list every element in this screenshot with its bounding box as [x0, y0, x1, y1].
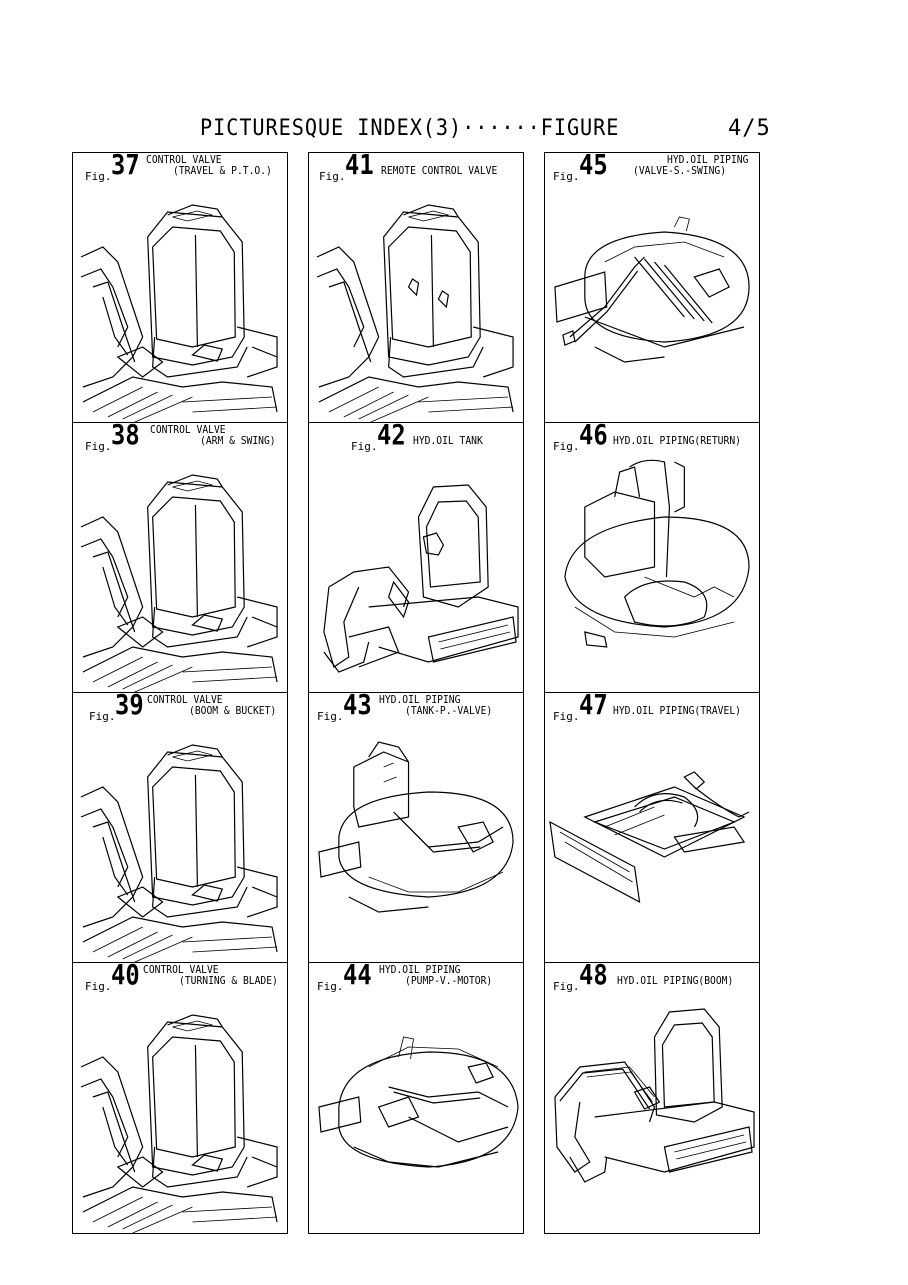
figure-number: 37	[111, 152, 140, 181]
page-header: PICTURESQUE INDEX(3)······FIGURE 4/5	[0, 112, 908, 148]
figure-number: 38	[111, 422, 140, 451]
figure-label: Fig.47 HYD.OIL PIPING(TRAVEL)	[545, 693, 759, 727]
figure-number: 46	[579, 422, 608, 451]
figure-caption-detail: (TURNING & BLADE)	[179, 975, 278, 987]
figure-prefix: Fig.	[317, 980, 344, 993]
figure-panel-46[interactable]: Fig.46 HYD.OIL PIPING(RETURN)	[544, 422, 760, 694]
frame-tank-piping-icon	[309, 727, 523, 963]
figure-number: 45	[579, 152, 608, 181]
figure-number: 47	[579, 692, 608, 721]
figure-caption: CONTROL VALVE	[147, 694, 223, 706]
figure-prefix: Fig.	[317, 710, 344, 723]
figure-caption: HYD.OIL PIPING(TRAVEL)	[613, 705, 741, 717]
figure-number: 42	[377, 422, 406, 451]
figure-caption: HYD.OIL TANK	[413, 435, 483, 447]
cab-valve-icon	[73, 727, 287, 963]
figure-caption: REMOTE CONTROL VALVE	[381, 165, 498, 177]
figure-prefix: Fig.	[351, 440, 378, 453]
figure-number: 41	[345, 152, 374, 181]
figure-number: 48	[579, 962, 608, 991]
figure-prefix: Fig.	[553, 170, 580, 183]
figure-caption-detail: (PUMP-V.-MOTOR)	[405, 975, 493, 987]
figure-panel-37[interactable]: Fig.37 CONTROL VALVE(TRAVEL & P.T.O.)	[72, 152, 288, 424]
figure-caption: CONTROL VALVE	[146, 154, 222, 166]
cab-valve-icon	[73, 457, 287, 693]
figure-prefix: Fig.	[553, 710, 580, 723]
figure-prefix: Fig.	[319, 170, 346, 183]
figure-caption: CONTROL VALVE	[143, 964, 219, 976]
figure-caption: HYD.OIL PIPING(RETURN)	[613, 435, 741, 447]
figure-label: Fig.45 HYD.OIL PIPING(VALVE-S.-SWING)	[545, 153, 759, 187]
figure-label: Fig.44 HYD.OIL PIPING(PUMP-V.-MOTOR)	[309, 963, 523, 997]
figure-label: Fig.42 HYD.OIL TANK	[309, 423, 523, 457]
figure-panel-45[interactable]: Fig.45 HYD.OIL PIPING(VALVE-S.-SWING)	[544, 152, 760, 424]
excavator-tank-icon	[309, 457, 523, 693]
figure-panel-41[interactable]: Fig.41 REMOTE CONTROL VALVE	[308, 152, 524, 424]
figure-prefix: Fig.	[553, 980, 580, 993]
figure-label: Fig.46 HYD.OIL PIPING(RETURN)	[545, 423, 759, 457]
frame-motor-piping-icon	[309, 997, 523, 1233]
figure-number: 40	[111, 962, 140, 991]
figure-number: 44	[343, 962, 372, 991]
figure-prefix: Fig.	[85, 980, 112, 993]
figure-prefix: Fig.	[89, 710, 116, 723]
figure-panel-47[interactable]: Fig.47 HYD.OIL PIPING(TRAVEL)	[544, 692, 760, 964]
figure-number: 39	[115, 692, 144, 721]
figure-prefix: Fig.	[85, 170, 112, 183]
figure-caption-detail: (VALVE-S.-SWING)	[633, 165, 727, 177]
figure-label: Fig.37 CONTROL VALVE(TRAVEL & P.T.O.)	[73, 153, 287, 187]
figure-prefix: Fig.	[85, 440, 112, 453]
figure-caption-detail: (BOOM & BUCKET)	[189, 705, 277, 717]
figure-caption: HYD.OIL PIPING	[379, 694, 461, 706]
cab-valve-icon	[73, 997, 287, 1233]
cab-levers-icon	[309, 187, 523, 423]
figure-panel-38[interactable]: Fig.38 CONTROL VALVE(ARM & SWING)	[72, 422, 288, 694]
undercarriage-piping-icon	[545, 727, 759, 963]
figure-panel-48[interactable]: Fig.48 HYD.OIL PIPING(BOOM)	[544, 962, 760, 1234]
figure-caption: CONTROL VALVE	[150, 424, 226, 436]
figure-panel-43[interactable]: Fig.43 HYD.OIL PIPING(TANK-P.-VALVE)	[308, 692, 524, 964]
figure-caption: HYD.OIL PIPING	[379, 964, 461, 976]
excavator-boom-piping-icon	[545, 997, 759, 1233]
figure-label: Fig.48 HYD.OIL PIPING(BOOM)	[545, 963, 759, 997]
figure-caption-detail: (TANK-P.-VALVE)	[405, 705, 493, 717]
figure-caption-detail: (ARM & SWING)	[200, 435, 276, 447]
figure-number: 43	[343, 692, 372, 721]
figure-label: Fig.43 HYD.OIL PIPING(TANK-P.-VALVE)	[309, 693, 523, 727]
frame-piping-icon	[545, 187, 759, 423]
figure-label: Fig.41 REMOTE CONTROL VALVE	[309, 153, 523, 187]
cab-valve-icon	[73, 187, 287, 423]
figure-caption: HYD.OIL PIPING(BOOM)	[617, 975, 734, 987]
figure-panel-42[interactable]: Fig.42 HYD.OIL TANK	[308, 422, 524, 694]
figure-caption-detail: (TRAVEL & P.T.O.)	[173, 165, 272, 177]
page-number: 4/5	[728, 116, 771, 141]
figure-panel-44[interactable]: Fig.44 HYD.OIL PIPING(PUMP-V.-MOTOR)	[308, 962, 524, 1234]
figure-prefix: Fig.	[553, 440, 580, 453]
figure-caption: HYD.OIL PIPING	[667, 154, 749, 166]
figure-label: Fig.38 CONTROL VALVE(ARM & SWING)	[73, 423, 287, 457]
frame-return-piping-icon	[545, 457, 759, 693]
page-title: PICTURESQUE INDEX(3)······FIGURE	[200, 116, 620, 141]
